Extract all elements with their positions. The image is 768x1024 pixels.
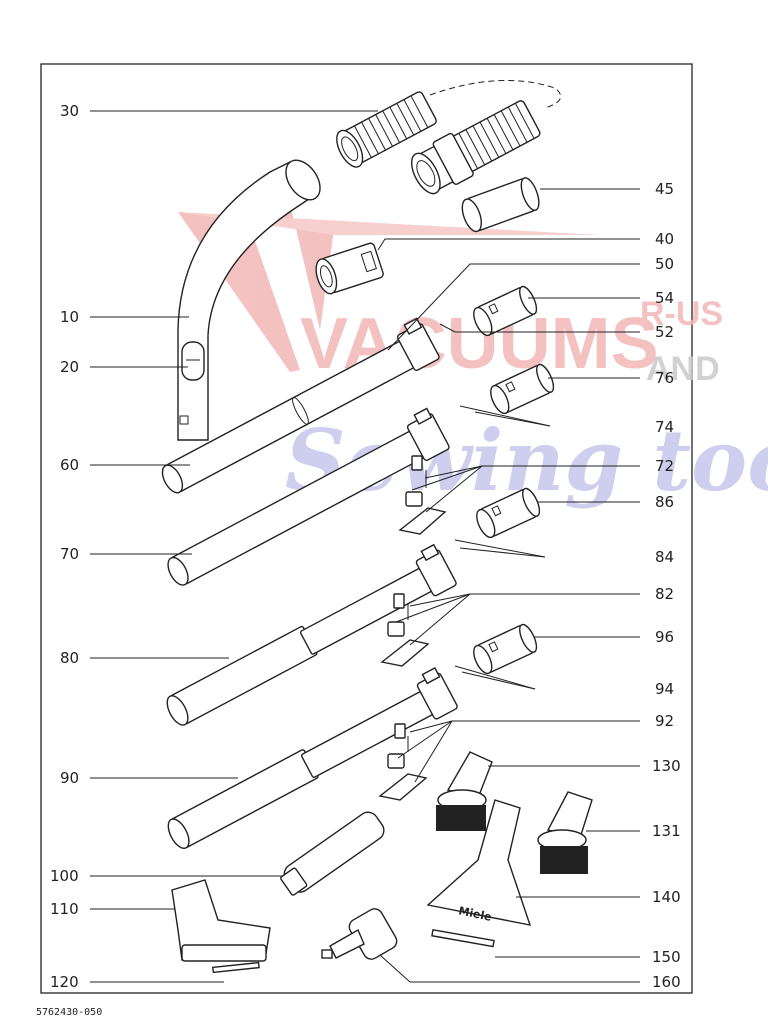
part-dust-brush-131 [537, 791, 593, 874]
part-tube-70 [167, 407, 450, 586]
callout-82: 82 [655, 585, 674, 603]
callout-84: 84 [655, 548, 674, 566]
callout-10: 10 [60, 308, 79, 326]
part-accessories: Miele [171, 751, 593, 974]
callout-150: 150 [652, 948, 681, 966]
part-tube-60 [161, 317, 440, 494]
callout-100: 100 [50, 867, 79, 885]
part-strip-150 [431, 929, 495, 948]
callout-120: 120 [50, 973, 79, 991]
callout-60: 60 [60, 456, 79, 474]
callout-70: 70 [60, 545, 79, 563]
watermark-rus: R-US [640, 295, 723, 333]
part-tube-80 [166, 543, 457, 726]
callout-130: 130 [652, 757, 681, 775]
watermark-and: AND [646, 350, 720, 388]
callout-94: 94 [655, 680, 674, 698]
part-sleeves [473, 285, 555, 675]
callout-110: 110 [50, 900, 79, 918]
part-hose-fittings [315, 79, 562, 295]
part-strip-120 [212, 961, 260, 974]
part-crevice-nozzle-100 [280, 811, 385, 896]
callout-74: 74 [655, 418, 674, 436]
callout-86: 86 [655, 493, 674, 511]
diagram-frame [40, 63, 693, 994]
callout-20: 20 [60, 358, 79, 376]
callout-92: 92 [655, 712, 674, 730]
part-dust-brush-130 [436, 751, 493, 831]
part-tube-90 [167, 667, 458, 849]
callout-54: 54 [655, 289, 674, 307]
callout-140: 140 [652, 888, 681, 906]
callout-160: 160 [652, 973, 681, 991]
part-mini-turbo-110 [171, 879, 271, 962]
part-latches [378, 455, 447, 801]
callout-labels: 30 45 40 50 10 54 52 20 76 74 60 72 86 7… [50, 102, 681, 991]
callout-40: 40 [655, 230, 674, 248]
callout-96: 96 [655, 628, 674, 646]
callout-90: 90 [60, 769, 79, 787]
callout-30: 30 [60, 102, 79, 120]
part-adapter-160 [321, 908, 398, 960]
callout-131: 131 [652, 822, 681, 840]
callout-45: 45 [655, 180, 674, 198]
callout-72: 72 [655, 457, 674, 475]
callout-80: 80 [60, 649, 79, 667]
watermark-swoosh [178, 212, 600, 235]
leader-lines [90, 110, 640, 983]
callout-76: 76 [655, 369, 674, 387]
document-number: 5762430-050 [36, 1007, 103, 1018]
callout-52: 52 [655, 323, 674, 341]
callout-50: 50 [655, 255, 674, 273]
watermark: VACUUMS R-US AND Sewing too [178, 212, 768, 510]
part-handle [177, 159, 321, 441]
